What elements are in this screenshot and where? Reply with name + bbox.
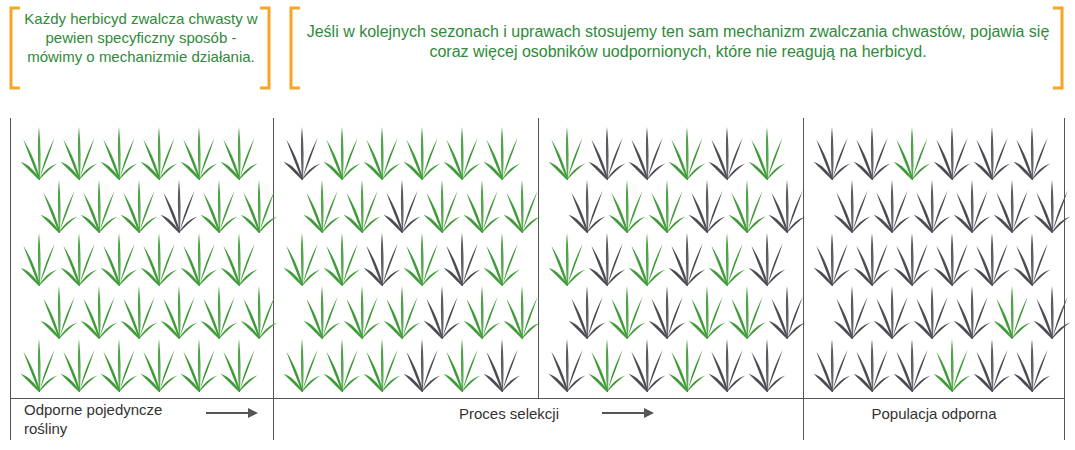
flow-arrow: [206, 408, 654, 418]
stage-cell: Populacja odporna: [803, 399, 1065, 441]
plant-group: [284, 127, 541, 392]
plant-group: [814, 127, 1071, 392]
note-text: Każdy herbicyd zwalcza chwasty w pewien …: [24, 10, 258, 66]
plant-group: [21, 127, 278, 392]
plant-group: [549, 127, 806, 392]
note-text: Jeśli w kolejnych sezonach i uprawach st…: [306, 22, 1050, 62]
stage-label: Odporne pojedyncze rośliny: [24, 401, 204, 439]
stage-cell: Odporne pojedyncze rośliny: [10, 399, 274, 441]
stage-label: Populacja odporna: [803, 405, 1065, 424]
panel-grid: [10, 118, 1065, 440]
stage-label: Proces selekcji: [459, 405, 599, 424]
bracket: [11, 8, 1062, 88]
stage-cell: Proces selekcji: [273, 399, 804, 441]
